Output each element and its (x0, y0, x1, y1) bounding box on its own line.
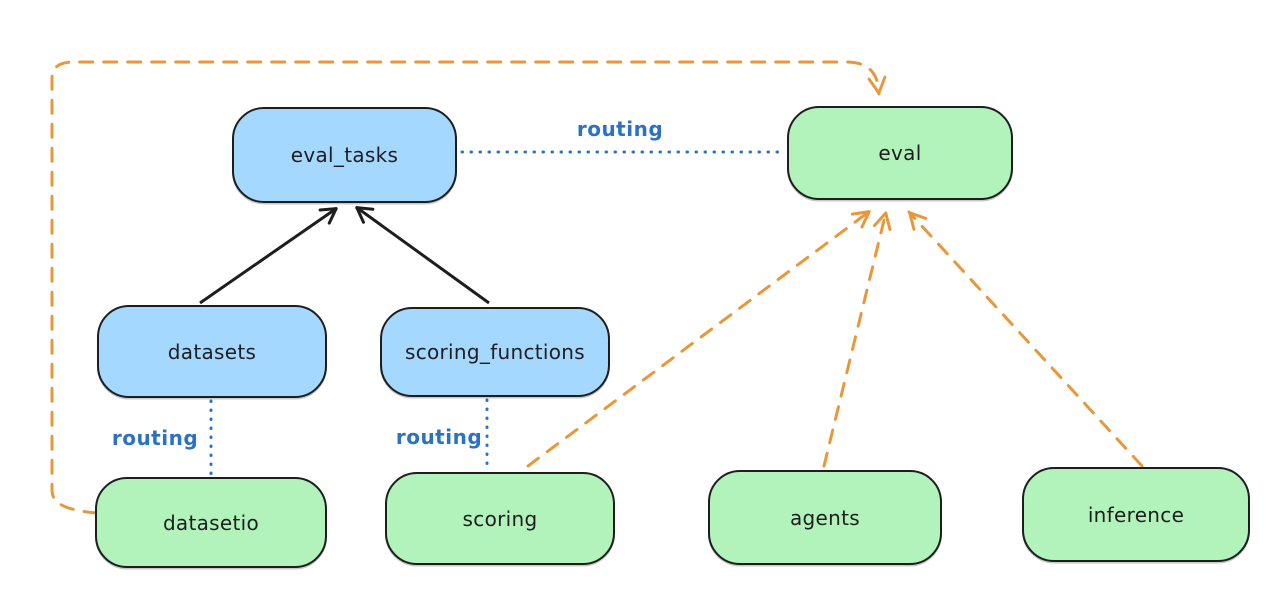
node-label-inference: inference (1087, 502, 1185, 527)
node-datasetio: datasetio (95, 477, 327, 568)
edge-agents-to-eval (822, 210, 892, 468)
edges-group (50, 60, 1144, 515)
node-label-datasets: datasets (167, 339, 257, 364)
node-agents: agents (708, 470, 942, 565)
node-label-eval-tasks: eval_tasks (290, 143, 399, 167)
edge-datasetio-to-eval (50, 60, 887, 515)
node-label-scoring-functions: scoring_functions (404, 340, 586, 364)
edge-datasets-to-eval-tasks (199, 206, 338, 305)
node-datasets: datasets (97, 305, 327, 398)
node-label-eval: eval (878, 141, 922, 165)
edge-inference-to-eval (907, 210, 1144, 468)
node-eval: eval (787, 106, 1013, 200)
edge-scoring-functions-to-eval-tasks (355, 205, 490, 305)
edge-label-routing-mid: routing (395, 425, 483, 449)
node-eval-tasks: eval_tasks (232, 107, 457, 203)
edge-label-routing-top: routing (576, 117, 664, 141)
edge-scoring-to-eval (526, 209, 872, 468)
node-scoring: scoring (385, 472, 615, 565)
node-inference: inference (1022, 467, 1250, 562)
node-label-agents: agents (790, 505, 860, 530)
edge-label-routing-left: routing (111, 426, 199, 450)
node-scoring-functions: scoring_functions (380, 307, 610, 397)
node-label-scoring: scoring (462, 506, 538, 531)
node-label-datasetio: datasetio (162, 510, 260, 535)
